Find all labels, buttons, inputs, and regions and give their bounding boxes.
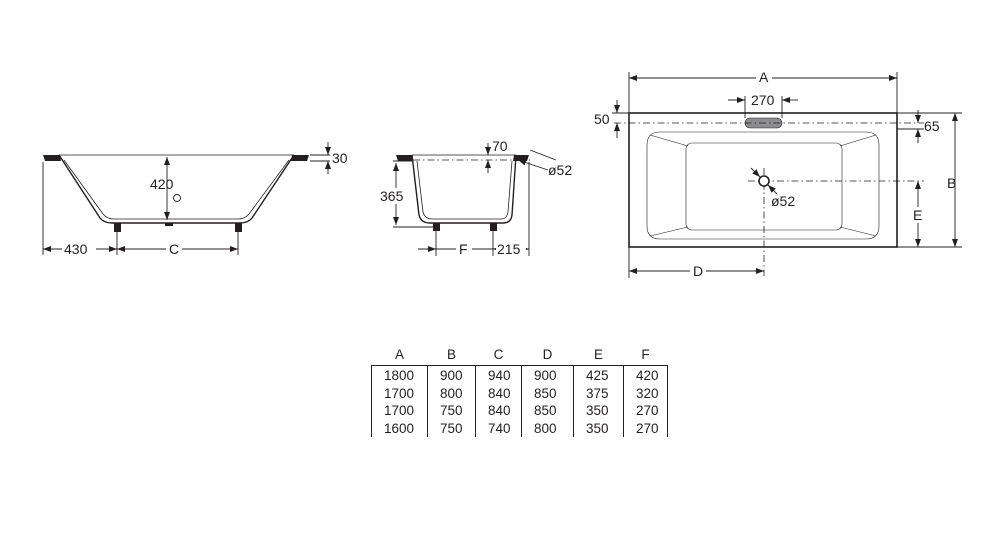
side-view-height-label: 365 [380, 188, 404, 204]
side-view-shell-inner [416, 160, 513, 220]
table-header-a: A [394, 346, 404, 362]
front-view-overflow-icon [173, 194, 181, 202]
plan-view-corner-bl [649, 226, 689, 237]
table-cell: 350 [573, 402, 624, 420]
side-view-top-label: 70 [492, 138, 508, 154]
table-cell: 1700 [371, 402, 428, 420]
front-view-shell [58, 154, 295, 224]
table-cell: 420 [623, 365, 668, 385]
table-cell: 800 [427, 384, 476, 402]
table-cell: 270 [623, 419, 668, 437]
table-cell: 1600 [371, 419, 428, 437]
plan-view-drain-pos-label: D [693, 263, 703, 279]
plan-view-corner-br [839, 226, 877, 237]
side-view-foot-left [433, 223, 440, 231]
table-header-d: D [542, 346, 553, 362]
plan-view-drain-icon [758, 175, 770, 187]
front-view-depth-label: 420 [150, 176, 174, 192]
table-cell: 940 [475, 365, 522, 385]
table-cell: 750 [427, 402, 476, 420]
table-header-row: A B C D E F [372, 343, 668, 366]
side-view-drain-leader [517, 159, 549, 171]
front-view-rim-right [291, 155, 309, 161]
table-row: 1700 750 840 850 350 270 [371, 402, 668, 420]
table-cell: 270 [623, 402, 668, 420]
front-view-drain [165, 223, 173, 226]
table-header-b: B [446, 346, 456, 362]
plan-view-overflow-label: 270 [751, 92, 775, 108]
side-view-rim-left [396, 155, 413, 161]
table-cell: 840 [475, 384, 522, 402]
plan-view-right-edge-label: 65 [924, 118, 940, 134]
table-cell: 1800 [371, 365, 428, 385]
table-header-c: C [493, 346, 504, 362]
front-view-center-label: C [169, 241, 179, 257]
plan-view: ø52 A 270 50 65 B E D [594, 69, 962, 279]
table-cell: 350 [573, 419, 624, 437]
table-row: 1600 750 740 800 350 270 [371, 419, 668, 437]
table-header-e: E [593, 346, 603, 362]
table-cell: 900 [427, 365, 476, 385]
plan-view-left-edge-label: 50 [594, 111, 610, 127]
table-cell: 750 [427, 419, 476, 437]
table-cell: 1700 [371, 384, 428, 402]
plan-view-corner-tl [649, 134, 689, 147]
side-view-foot-label: F [459, 241, 468, 257]
side-view-drain-label: ø52 [548, 162, 572, 178]
table-cell: 850 [521, 402, 574, 420]
table-cell: 740 [475, 419, 522, 437]
dimensions-table: A B C D E F 1800 900 940 900 425 420 170… [371, 343, 668, 437]
table-cell: 425 [573, 365, 624, 385]
table-row: 1700 800 840 850 375 320 [371, 384, 668, 402]
front-view: 420 30 430 C [42, 142, 348, 257]
front-view-foot-right [235, 223, 242, 232]
side-view-right-label: 215 [497, 241, 521, 257]
plan-view-corner-tr [839, 134, 877, 147]
side-view-rim-right [513, 155, 529, 161]
plan-view-basin-outer [646, 131, 880, 240]
side-view-drain-leader2 [529, 149, 557, 161]
front-view-rim-left [43, 155, 61, 161]
plan-view-outline [628, 112, 898, 248]
table-header-f: F [641, 346, 650, 362]
side-view: 70 ø52 365 F 215 [378, 138, 572, 257]
plan-view-length-label: A [759, 69, 769, 85]
front-view-foot-left [114, 223, 121, 232]
front-view-left-label: 430 [64, 241, 88, 257]
table-cell: 375 [573, 384, 624, 402]
plan-view-drain-leader-b [767, 184, 778, 195]
table-row: 1800 900 940 900 425 420 [371, 365, 668, 385]
front-view-top-label: 30 [332, 150, 348, 166]
plan-view-drain-leader-a [750, 167, 761, 178]
table-cell: 900 [521, 365, 574, 385]
plan-view-drain-offset-label: E [913, 207, 922, 223]
plan-view-width-label: B [947, 175, 956, 191]
side-view-shell [411, 154, 517, 224]
table-cell: 320 [623, 384, 668, 402]
side-view-foot-right [490, 223, 497, 231]
table-cell: 850 [521, 384, 574, 402]
table-cell: 840 [475, 402, 522, 420]
plan-view-drain-label: ø52 [771, 193, 795, 209]
front-view-shell-inner [63, 159, 290, 220]
table-cell: 800 [521, 419, 574, 437]
